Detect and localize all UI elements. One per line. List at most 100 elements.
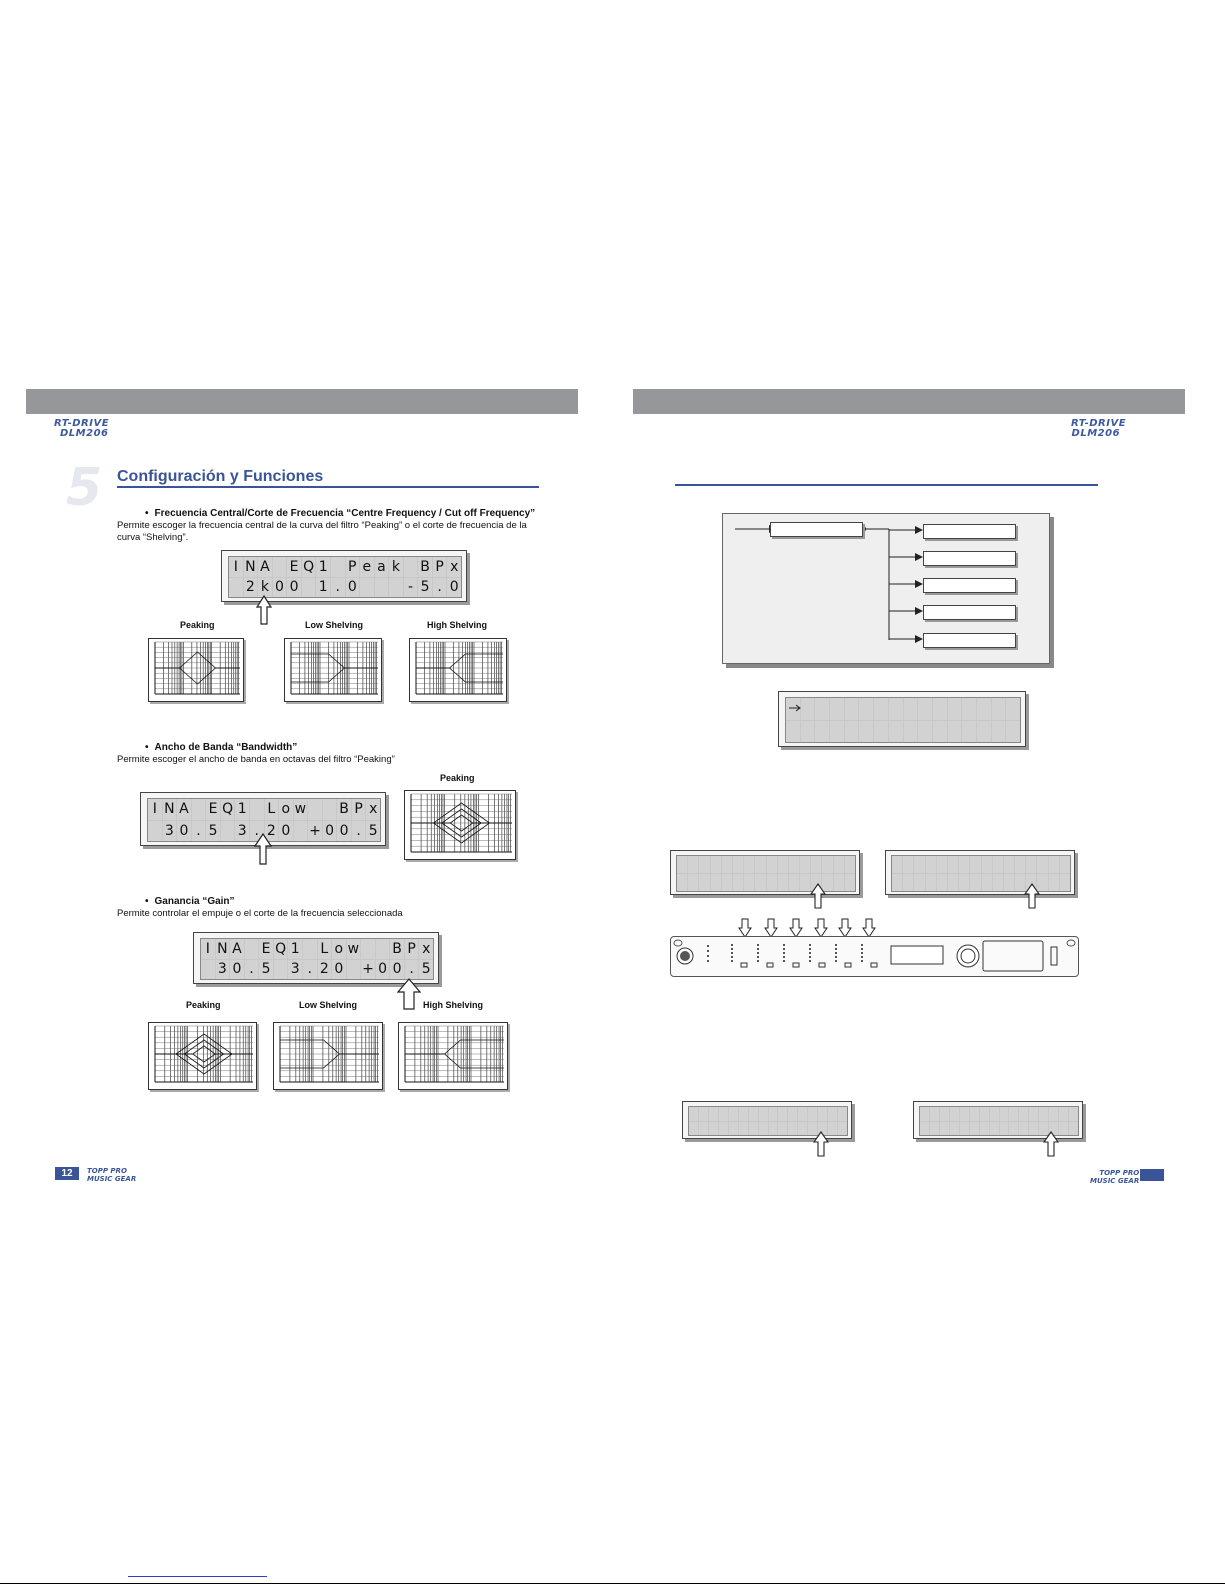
lcd-char-cell [959, 1107, 969, 1121]
lcd-char-cell: 1 [235, 799, 249, 820]
down-arrow-icon [862, 918, 876, 938]
lcd-char-cell [939, 1107, 949, 1121]
routing-output-box [923, 605, 1016, 620]
lcd-char-cell [777, 874, 788, 891]
lcd-char-cell [830, 720, 844, 742]
pointer-arrow-icon [1043, 1131, 1059, 1157]
lcd-char-cell: L [264, 799, 279, 820]
lcd-char-cell [728, 1107, 738, 1121]
lcd-char-cell [918, 698, 932, 720]
lcd-char-cell: N [162, 799, 177, 820]
lcd-char-cell [744, 856, 755, 873]
lcd-char-cell: - [403, 577, 418, 597]
graph-label-high-shelving: High Shelving [427, 620, 488, 630]
lcd-char-cell: L [317, 939, 332, 959]
lcd-char-cell [800, 874, 811, 891]
right-brand-logo: RT-DRIVE DLM206 [1071, 418, 1127, 439]
bullet-gain-heading: Ganancia “Gain” [145, 896, 235, 907]
lcd-char-cell [929, 1121, 939, 1135]
lcd-char-cell [920, 1121, 929, 1135]
page-bottom-edge [0, 1583, 1225, 1584]
lcd-char-cell [844, 720, 859, 742]
down-arrow-icon [838, 918, 852, 938]
lcd-char-cell: Q [301, 557, 316, 577]
lcd-char-cell [768, 1107, 778, 1121]
lcd-char-cell: B [337, 799, 351, 820]
lcd-char-cell [748, 1107, 758, 1121]
lcd-char-cell [191, 799, 206, 820]
lcd-char-cell [1049, 1107, 1059, 1121]
lcd-char-cell [903, 720, 918, 742]
lcd-char-cell: 3 [235, 820, 249, 841]
lcd-char-cell [755, 856, 766, 873]
down-arrow-icon [789, 918, 803, 938]
lcd-char-cell [273, 959, 288, 979]
lcd-char-cell [738, 1121, 748, 1135]
lcd-char-cell [718, 1107, 728, 1121]
lcd-char-cell: w [346, 939, 361, 959]
lcd-char-cell [322, 799, 337, 820]
lcd-char-cell [991, 698, 1006, 720]
lcd-char-cell [903, 874, 914, 891]
routing-output-box [923, 633, 1016, 648]
lcd-display-blank-3 [885, 850, 1075, 895]
lcd-char-cell [838, 1121, 847, 1135]
lcd-char-cell: 0 [375, 959, 390, 979]
lcd-char-cell [970, 874, 981, 891]
lcd-char-cell: B [390, 939, 404, 959]
lcd-char-cell: 2 [243, 577, 258, 597]
lcd-char-cell: 5 [419, 959, 433, 979]
lcd-char-cell: E [287, 557, 301, 577]
lcd-char-cell [788, 1107, 798, 1121]
lcd-char-cell: o [279, 799, 293, 820]
lcd-display-blank-5 [913, 1101, 1083, 1139]
lcd-char-cell [1069, 1121, 1078, 1135]
bullet-bandwidth-text: Permite escoger el ancho de banda en oct… [117, 754, 395, 765]
lcd-display-blank-2 [670, 850, 860, 895]
lcd-char-cell [1009, 1107, 1019, 1121]
lcd-char-cell: . [330, 577, 345, 597]
lcd-char-cell [788, 874, 800, 891]
lcd-char-cell [677, 874, 688, 891]
section-title-rule [117, 486, 539, 488]
lcd-char-cell [689, 1121, 698, 1135]
pointer-arrow-icon [1024, 883, 1040, 909]
lcd-char-cell [798, 1107, 808, 1121]
lcd-char-cell [859, 720, 874, 742]
lcd-char-cell [947, 874, 959, 891]
lcd-char-cell [981, 856, 992, 873]
lcd-char-cell: A [177, 799, 191, 820]
lcd-char-cell [844, 874, 855, 891]
lcd-char-cell [778, 1107, 788, 1121]
lcd-char-cell [920, 1107, 929, 1121]
lcd-char-cell: 0 [287, 577, 301, 597]
lcd-char-cell [925, 874, 936, 891]
lcd-char-cell: 0 [279, 820, 293, 841]
graph-label-bandwidth-peaking: Peaking [440, 773, 475, 783]
lcd-char-cell [822, 856, 833, 873]
eq-graph-gain-high-shelving [398, 1022, 508, 1090]
lcd-char-cell [758, 1107, 768, 1121]
lcd-char-cell [788, 856, 800, 873]
lcd-char-cell: 0 [272, 577, 287, 597]
lcd-char-cell [959, 1121, 969, 1135]
lcd-char-cell [766, 856, 777, 873]
lcd-char-cell [744, 874, 755, 891]
lcd-char-cell [244, 939, 259, 959]
routing-source-box [770, 522, 863, 537]
lcd-char-cell: 0 [390, 959, 404, 979]
lcd-char-cell: N [243, 557, 258, 577]
lcd-char-cell: . [351, 820, 366, 841]
lcd-char-cell [1059, 874, 1070, 891]
lcd-char-cell [991, 720, 1006, 742]
lcd-char-cell [914, 856, 925, 873]
lcd-char-cell [738, 1107, 748, 1121]
lcd-char-cell [1006, 698, 1020, 720]
lcd-char-cell [970, 856, 981, 873]
lcd-char-cell [947, 856, 959, 873]
lcd-char-cell [914, 874, 925, 891]
lcd-char-cell [1039, 1121, 1049, 1135]
lcd-char-cell [815, 720, 830, 742]
